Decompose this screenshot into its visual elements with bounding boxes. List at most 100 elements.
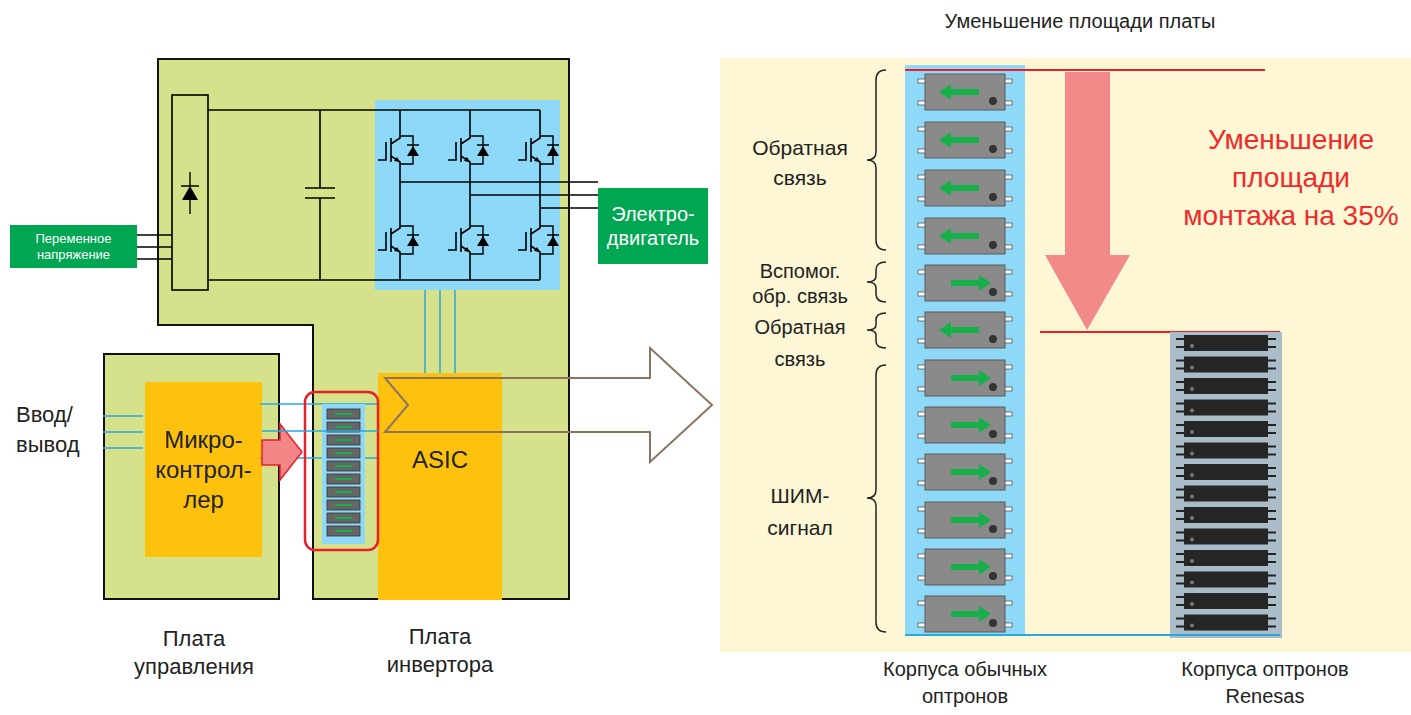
renesas-column xyxy=(1176,335,1276,351)
node-text: Переменное напряжение xyxy=(13,231,134,263)
ac-wires xyxy=(137,235,172,259)
inverter-circuit xyxy=(137,95,598,373)
mini-optocoupler-column xyxy=(327,461,360,471)
renesas-column xyxy=(1176,421,1276,437)
panel-title: Уменьшение площади платы xyxy=(880,8,1280,34)
column-caption: Корпуса оптронов Renesas xyxy=(1165,656,1365,710)
node-text: ASIC xyxy=(384,445,496,475)
bracket xyxy=(867,70,886,632)
optocoupler-strip xyxy=(905,65,1025,635)
highlight-note: Уменьшение площади монтажа на 35% xyxy=(1178,121,1404,235)
renesas-column xyxy=(1176,593,1276,609)
mini-optocoupler-column xyxy=(327,409,360,419)
renesas-column xyxy=(1170,332,1282,638)
conventional-column xyxy=(918,596,1012,632)
reduction-arrow xyxy=(1045,72,1130,330)
mini-optocoupler-column xyxy=(327,435,360,445)
renesas-column xyxy=(1176,486,1276,502)
renesas-column xyxy=(1176,378,1276,394)
rectifier xyxy=(172,95,208,290)
conventional-column xyxy=(918,170,1012,206)
renesas-column xyxy=(1176,529,1276,545)
optocoupler-strip xyxy=(322,404,365,544)
renesas-column xyxy=(1176,464,1276,480)
reference-line xyxy=(905,69,1265,71)
io-wires xyxy=(103,416,143,448)
igbt-symbol xyxy=(378,218,419,262)
mini-optocoupler-column xyxy=(327,500,360,510)
red-arrow xyxy=(262,424,302,480)
igbt-symbol xyxy=(448,218,489,262)
diode-symbol xyxy=(182,186,198,200)
motor-wires xyxy=(400,182,598,208)
capacitor-symbol xyxy=(305,110,335,280)
signal-connector xyxy=(262,430,378,432)
conventional-column xyxy=(905,65,1025,635)
column-caption-box: Корпуса оптронов Renesas xyxy=(1165,656,1365,710)
column-caption: Корпуса обычных оптронов xyxy=(870,656,1060,710)
group-label: ШИМ- сигнал xyxy=(740,480,860,544)
conventional-column xyxy=(918,454,1012,490)
diode-symbol xyxy=(181,172,199,214)
bracket xyxy=(867,70,886,250)
right-panel xyxy=(720,58,1411,652)
renesas-column xyxy=(1176,615,1276,631)
io-label-box: Ввод/ вывод xyxy=(16,400,108,460)
mini-optocoupler-column xyxy=(327,526,360,536)
group-label: Обратная связь xyxy=(740,311,860,375)
conventional-column xyxy=(918,312,1012,348)
zoom-arrow xyxy=(385,348,712,462)
motor-box: Электро- двигатель xyxy=(598,188,708,264)
bracket xyxy=(867,262,886,302)
conventional-column xyxy=(918,502,1012,538)
conventional-column xyxy=(918,360,1012,396)
panel-title-box: Уменьшение площади платы xyxy=(880,8,1280,34)
mini-optocoupler-column xyxy=(327,513,360,523)
igbt-symbol xyxy=(518,218,559,262)
control-board: Плата управленияМикро- контрол- лер xyxy=(103,353,280,600)
asic-box: ASIC xyxy=(378,373,502,600)
node-text: Электро- двигатель xyxy=(602,202,704,250)
conventional-column xyxy=(918,74,1012,110)
mini-optocoupler-column xyxy=(327,487,360,497)
group-label-box: Обратная связь xyxy=(740,133,860,193)
igbt-symbol xyxy=(378,128,419,172)
mini-optocoupler-column xyxy=(305,392,378,550)
package-strip xyxy=(1170,332,1282,638)
renesas-column xyxy=(1176,550,1276,566)
igbt-symbol xyxy=(448,128,489,172)
group-label-box: Вспомог. обр. связь xyxy=(740,259,860,309)
highlight-note-box: Уменьшение площади монтажа на 35% xyxy=(1178,121,1404,235)
mini-optocoupler-column xyxy=(327,448,360,458)
renesas-column xyxy=(1176,443,1276,459)
column-caption-box: Корпуса обычных оптронов xyxy=(870,656,1060,710)
conventional-column xyxy=(918,265,1012,301)
board-label: Плата управления xyxy=(119,625,269,681)
board-label-box: Плата управления xyxy=(119,625,269,681)
conventional-column xyxy=(918,122,1012,158)
node-text: Микро- контрол- лер xyxy=(151,425,256,515)
io-label: Ввод/ вывод xyxy=(16,400,108,460)
reference-line xyxy=(905,634,1280,636)
renesas-column xyxy=(1176,357,1276,373)
group-label: Обратная связь xyxy=(740,133,860,193)
igbt-symbol xyxy=(518,128,559,172)
microcontroller-box: Микро- контрол- лер xyxy=(145,382,262,557)
control-wires xyxy=(103,404,378,458)
gate-wires xyxy=(425,290,455,373)
conventional-column xyxy=(918,218,1012,254)
group-label: Вспомог. обр. связь xyxy=(740,259,860,309)
renesas-column xyxy=(1176,400,1276,416)
bracket xyxy=(867,365,886,632)
highlight-frame xyxy=(305,392,378,550)
board-label-box: Плата инвертора xyxy=(360,623,520,679)
bracket xyxy=(867,313,886,348)
conventional-column xyxy=(918,549,1012,585)
renesas-column xyxy=(1176,507,1276,523)
conventional-column xyxy=(918,407,1012,443)
renesas-column xyxy=(1176,572,1276,588)
group-label-box: ШИМ- сигнал xyxy=(740,480,860,544)
